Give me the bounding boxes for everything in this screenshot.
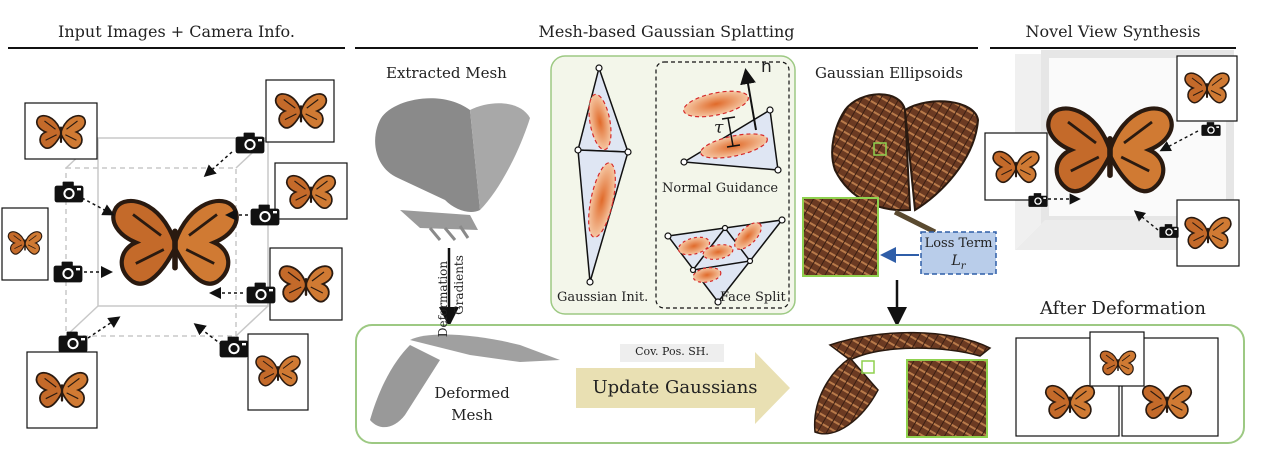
loss-term-label: Loss Term — [924, 236, 993, 251]
face-split-diagram — [664, 216, 786, 306]
view-arrow — [1133, 210, 1159, 231]
view-arrow — [203, 151, 233, 177]
camera-icon — [58, 331, 88, 353]
header-mesh-gs: Mesh-based Gaussian Splatting — [538, 22, 795, 41]
camera-icon — [54, 181, 84, 203]
tau-symbol: τ — [714, 118, 724, 138]
input-section — [1, 79, 348, 429]
deformed-mesh-label-line1: Deformed — [434, 384, 510, 402]
extracted-mesh-label: Extracted Mesh — [386, 64, 507, 82]
normal-guidance-label: Normal Guidance — [662, 181, 779, 196]
gaussian-init-diagram — [574, 64, 632, 286]
view-arrow — [193, 323, 223, 346]
deformed-gaussian-butterfly — [813, 331, 992, 435]
cov-pos-sh-label: Cov. Pos. SH. — [635, 345, 709, 358]
loss-term-box — [920, 231, 997, 275]
face-split-label: Face Split — [720, 290, 786, 305]
extracted-mesh-shape — [375, 98, 530, 241]
after-view-frame — [1089, 331, 1145, 387]
normal-guidance-diagram — [680, 68, 782, 174]
deformation-label: Deformation — [436, 260, 450, 338]
camera-icon — [53, 261, 83, 283]
update-arrow — [576, 352, 790, 424]
butterfly-icon — [113, 201, 236, 284]
deformed-mesh-shape — [370, 334, 560, 428]
view-arrow — [81, 197, 115, 216]
header-novel-view: Novel View Synthesis — [1025, 22, 1201, 41]
after-deformation-label: After Deformation — [1040, 298, 1206, 319]
camera-icon — [219, 336, 249, 358]
zoomed-deformed-patch — [906, 359, 988, 438]
loss-symbol: Lr — [951, 253, 966, 272]
cov-pos-sh-box — [620, 344, 724, 362]
gaussian-init-label: Gaussian Init. — [557, 290, 649, 305]
view-arrow — [87, 316, 121, 339]
novel-view-section — [984, 50, 1240, 267]
zoomed-texture-patch — [802, 197, 879, 277]
normal-symbol: n — [761, 57, 772, 77]
camera-icon — [235, 132, 265, 154]
update-gaussians-label: Update Gaussians — [592, 377, 758, 398]
gradients-label: Gradients — [452, 255, 466, 315]
normal-arrow — [740, 68, 757, 131]
gaussian-ellipsoids-butterfly — [831, 93, 980, 235]
gaussian-ellipsoids-label: Gaussian Ellipsoids — [815, 64, 963, 82]
detail-dashed-box — [655, 61, 790, 309]
view-arrow — [1159, 130, 1199, 152]
header-input: Input Images + Camera Info. — [58, 22, 295, 41]
deformed-mesh-label-line2: Mesh — [451, 406, 493, 424]
